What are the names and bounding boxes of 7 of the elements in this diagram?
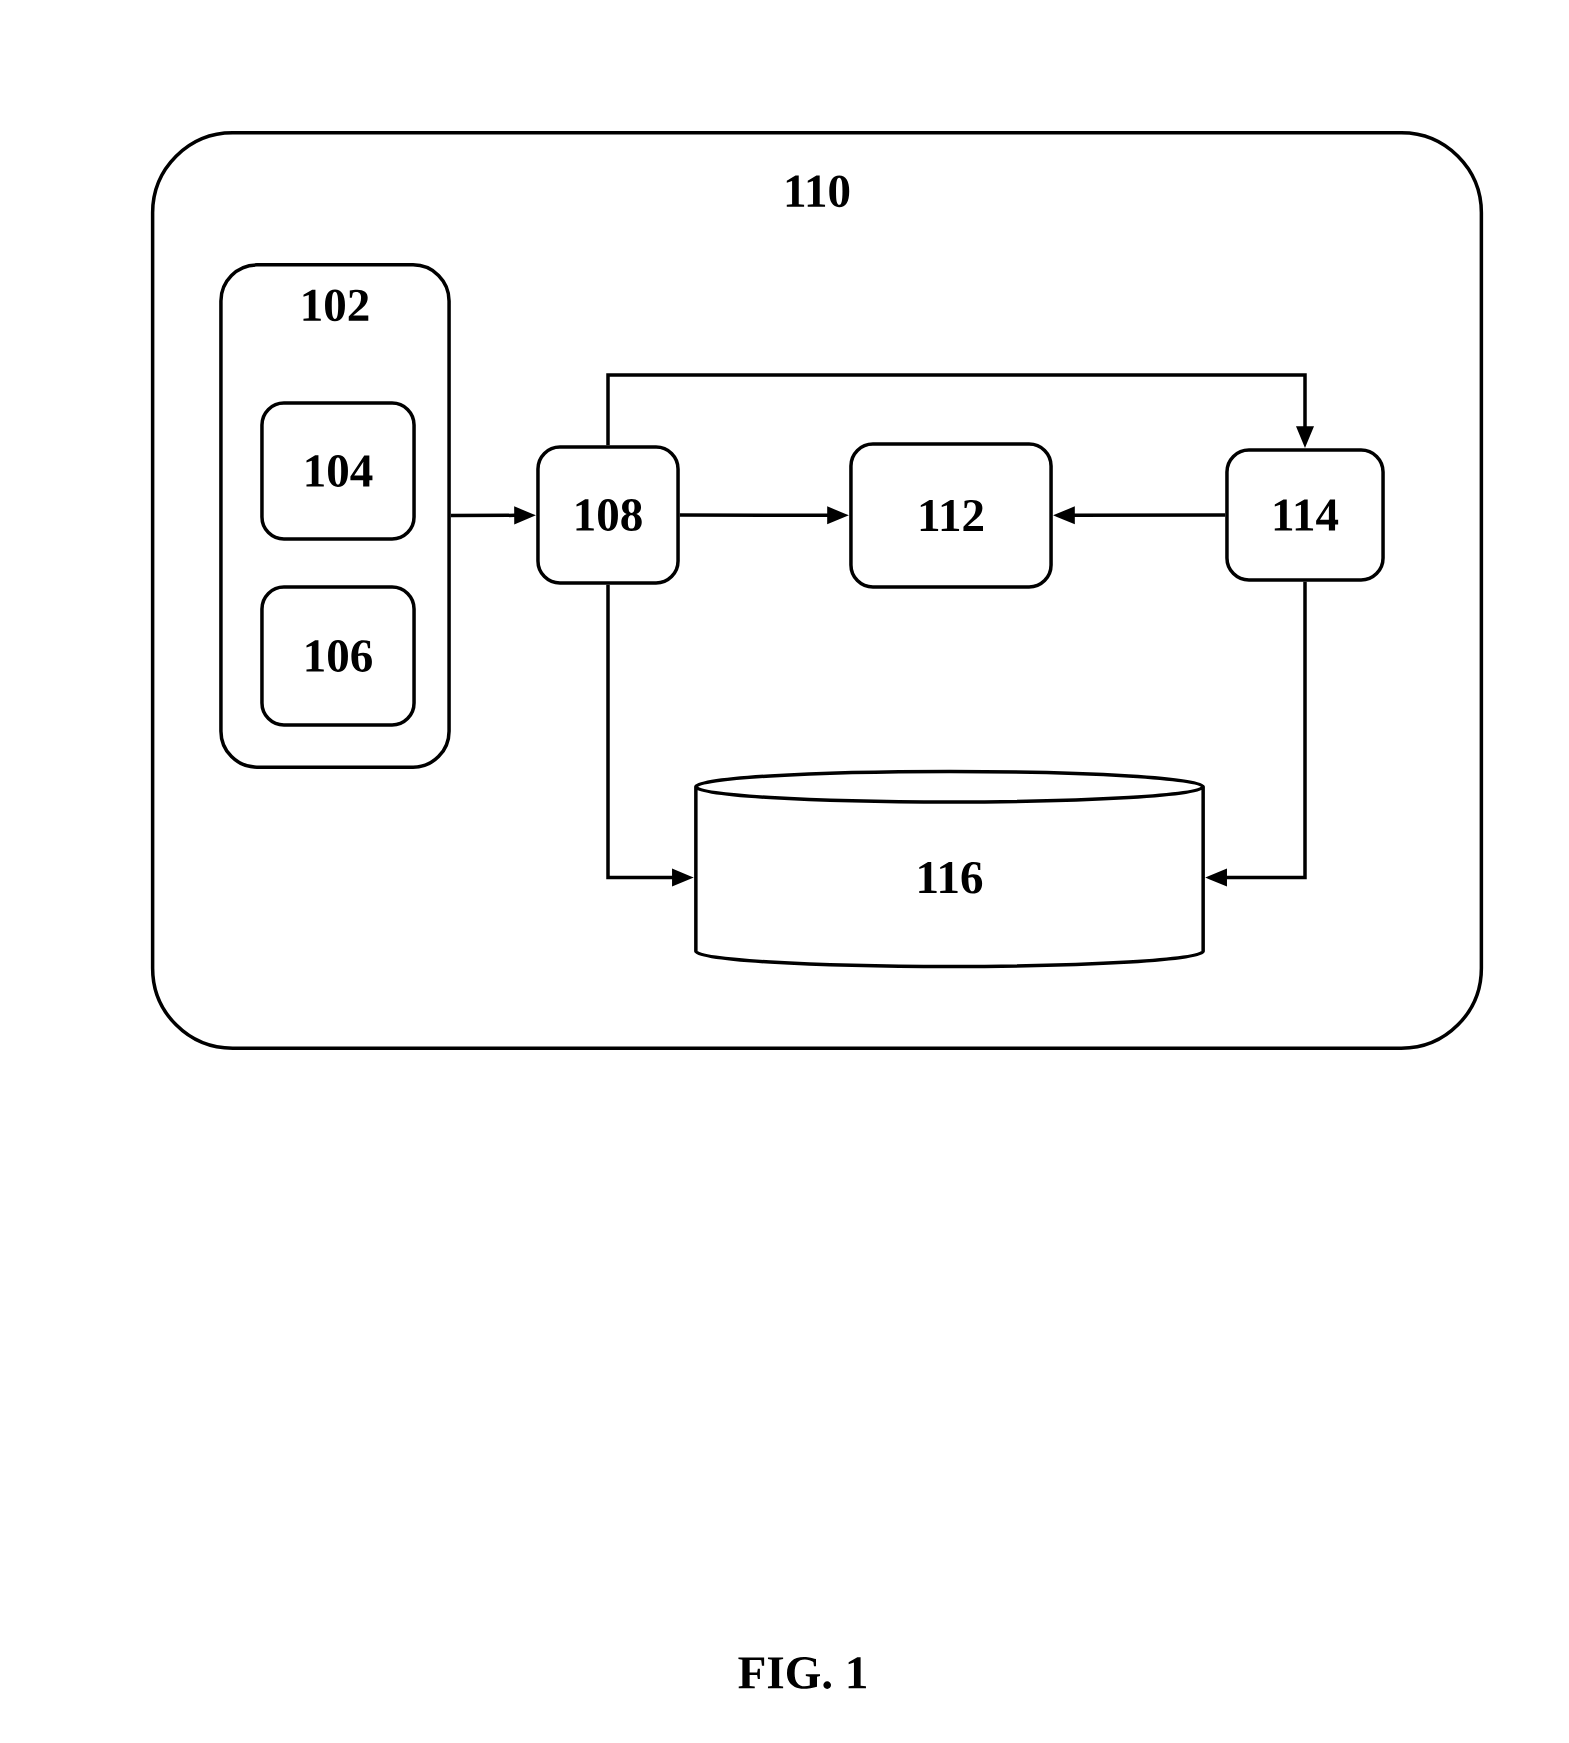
process-box: 114 bbox=[1225, 448, 1385, 582]
process-box: 104 bbox=[260, 401, 416, 541]
database-cylinder: 116 bbox=[694, 769, 1205, 969]
process-box: 108 bbox=[536, 445, 680, 585]
process-box: 112 bbox=[849, 442, 1053, 589]
process-box: 106 bbox=[260, 585, 416, 727]
figure-caption: FIG. 1 bbox=[738, 1657, 866, 1689]
